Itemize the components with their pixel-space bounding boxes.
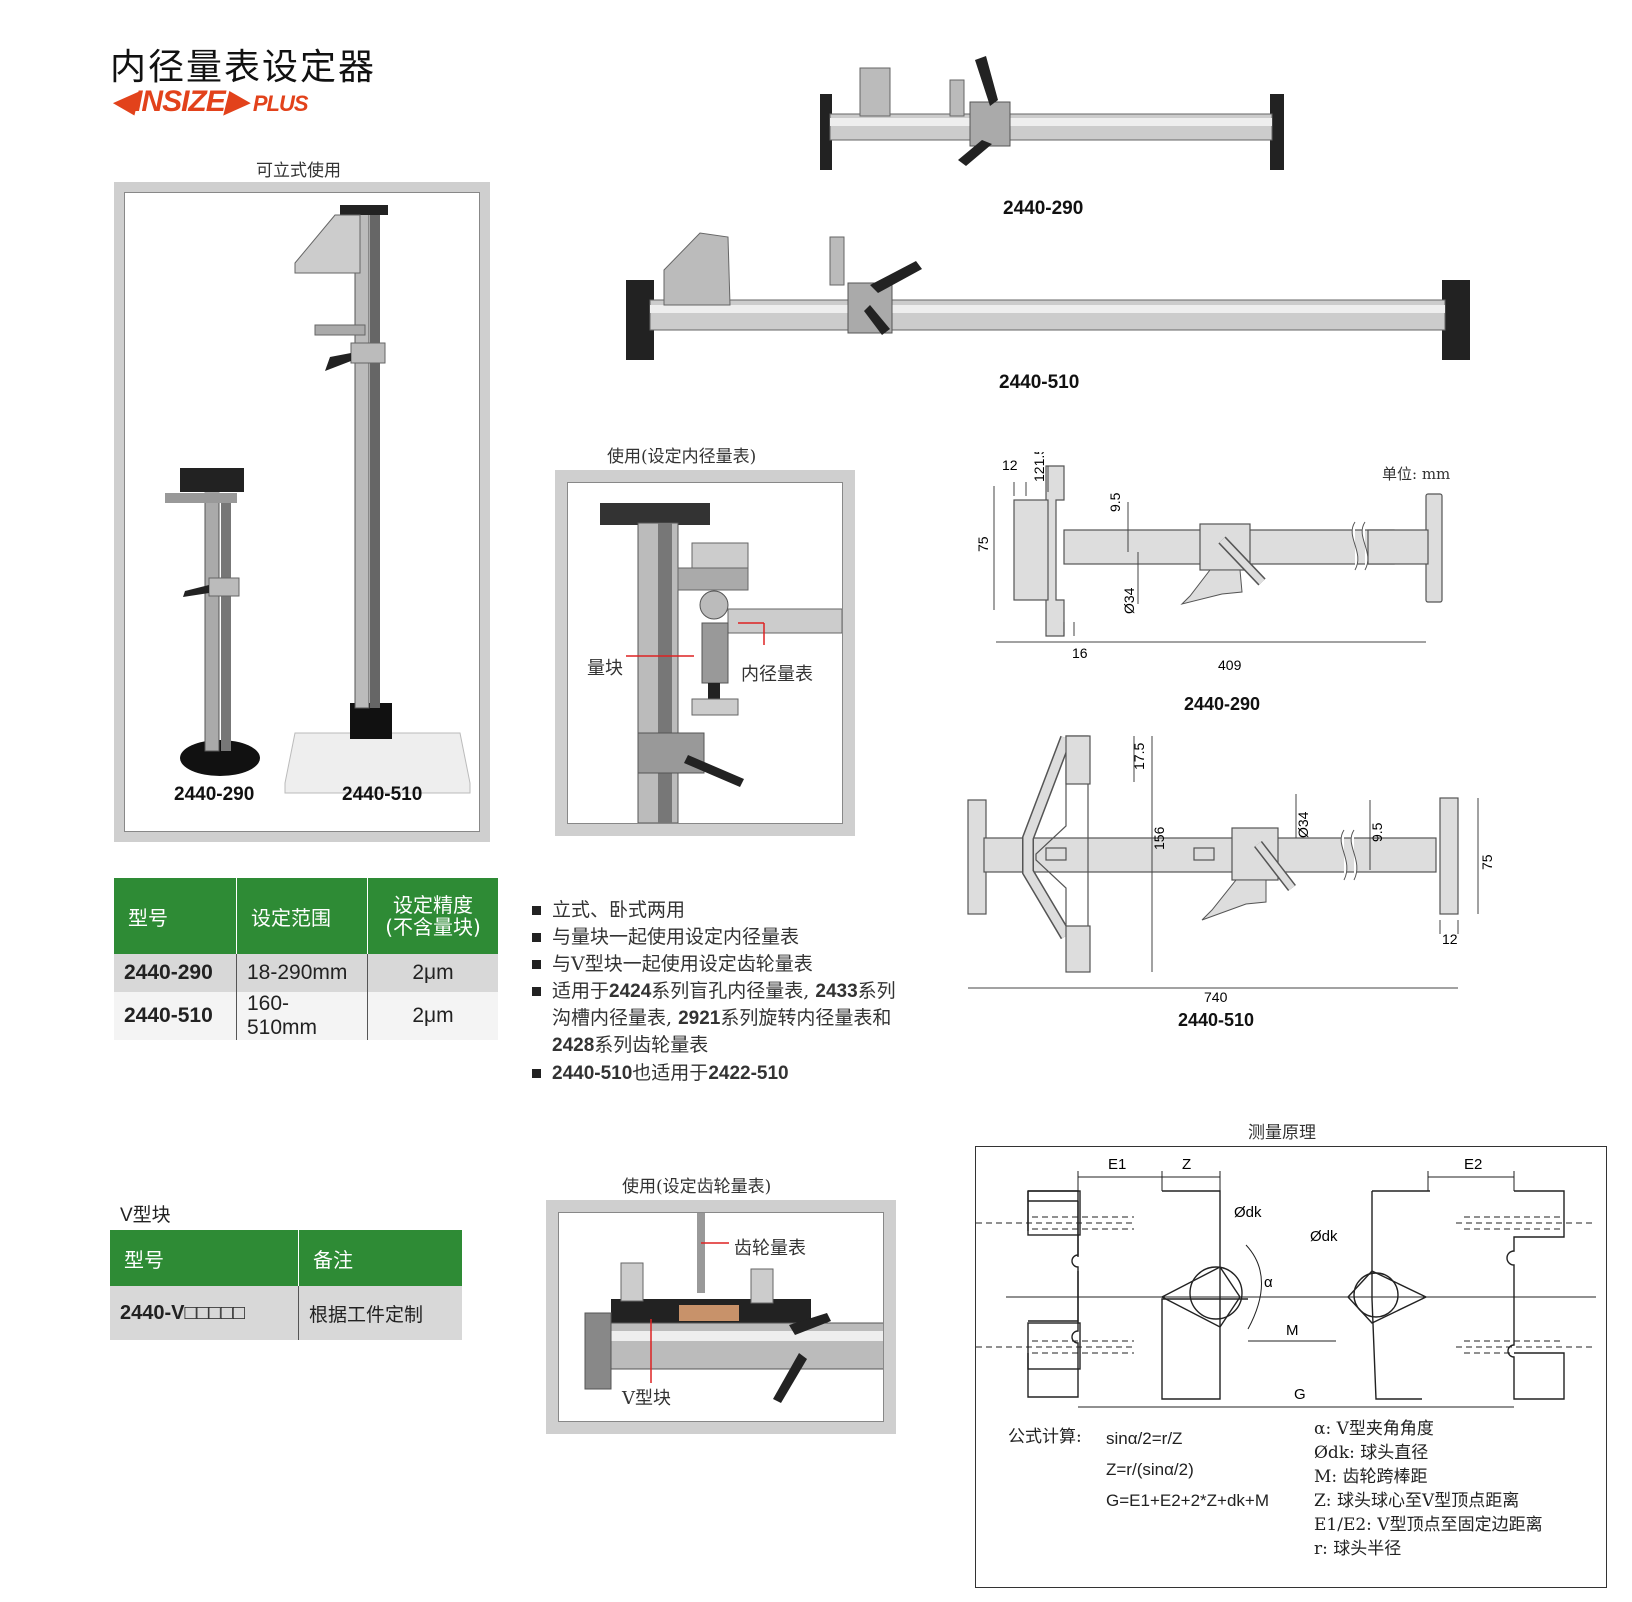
usage-gear-photo [558,1212,886,1422]
vblock-table: 型号 备注 2440-V□□□□□ 根据工件定制 [110,1230,462,1340]
spec-cell-model: 2440-510 [114,992,237,1040]
usage-bore-frame: 量块 内径量表 [555,470,855,836]
vblock-title: V型块 [120,1205,171,1226]
product-290-label: 2440-290 [1003,198,1084,219]
label-z: Z [1182,1156,1191,1173]
product-510-label: 2440-510 [999,372,1080,393]
spec-header-accuracy-main: 设定精度 [393,893,473,917]
stand-label-290: 2440-290 [174,784,255,805]
product-290-illustration [820,56,1284,170]
spec-cell-range: 18-290mm [236,954,368,992]
stand-label-510: 2440-510 [342,784,423,805]
vblock-photo-label: V型块 [622,1388,671,1409]
unit-label: 单位: mm [1382,465,1451,483]
bore-gauge-label: 内径量表 [741,664,813,685]
usage-gear-illustration [584,1213,886,1403]
principle-caption: 测量原理 [1248,1123,1316,1143]
gauge-block-label: 量块 [587,658,623,679]
spec-cell-accuracy: 2μm [367,954,498,992]
feature-list: 立式、卧式两用 与量块一起使用设定内径量表 与V型块一起使用设定齿轮量表 适用于… [530,897,950,1088]
dim-510-95: 9.5 [1369,822,1385,842]
drawing-290: 12 121.5 9.5 75 Ø34 16 409 [975,452,1443,673]
principle-box: E1 Z E2 Ødk Ødk α M G 公式计算: sinα/2=r/Z Z… [975,1146,1607,1588]
legend-item: r: 球头半径 [1314,1539,1402,1559]
dim-290-75: 75 [975,536,991,552]
list-item: 立式、卧式两用 [530,897,950,923]
vblock-header-model: 型号 [110,1230,299,1286]
table-row: 2440-V□□□□□ 根据工件定制 [110,1286,462,1340]
list-item: 与V型块一起使用设定齿轮量表 [530,951,950,977]
brand-name: INSIZE [134,85,226,118]
dim-510-175: 17.5 [1131,743,1147,770]
formula-1: sinα/2=r/Z [1106,1429,1183,1448]
label-alpha: α [1264,1274,1273,1291]
formula-list: sinα/2=r/Z Z=r/(sinα/2) G=E1+E2+2*Z+dk+M [1106,1425,1269,1514]
label-e2: E2 [1464,1156,1482,1173]
legend-item: E1/E2: V型顶点至固定边距离 [1314,1515,1543,1535]
vblock-cell-model: 2440-V□□□□□ [110,1286,299,1340]
brand-arrow-right-icon: ▶ [224,85,248,118]
dim-290-121: 121.5 [1031,452,1047,482]
label-g: G [1294,1386,1306,1403]
label-dk-left: Ødk [1234,1204,1262,1221]
vblock-cell-note: 根据工件定制 [298,1286,462,1340]
dim-510-75: 75 [1479,854,1495,870]
gear-gauge-label: 齿轮量表 [734,1238,806,1259]
dim-290-95: 9.5 [1107,492,1123,512]
legend-item: Ødk: 球头直径 [1314,1443,1429,1463]
formula-3: G=E1+E2+2*Z+dk+M [1106,1491,1270,1510]
spec-header-range: 设定范围 [236,878,368,954]
dim-290-16: 16 [1072,645,1088,661]
dim-290-409: 409 [1218,657,1242,673]
label-m: M [1286,1322,1299,1339]
spec-header-accuracy-note: (不含量块) [385,915,481,939]
drawing-290-label: 2440-290 [1184,694,1261,714]
dim-510-12: 12 [1442,931,1458,947]
dim-510-156: 156 [1151,826,1167,850]
page-title: 内径量表设定器 [110,47,377,88]
label-dk-right: Ødk [1310,1228,1338,1245]
legend-list: α: V型夹角角度 Ødk: 球头直径 M: 齿轮跨棒距 Z: 球头球心至V型顶… [1314,1417,1543,1561]
principle-diagram: E1 Z E2 Ødk Ødk α M G [976,1156,1596,1408]
stand-illustration [165,205,471,794]
usage-bore-illustration [600,503,843,824]
label-e1: E1 [1108,1156,1126,1173]
list-item: 适用于2424系列盲孔内径量表, 2433系列沟槽内径量表, 2921系列旋转内… [530,978,950,1059]
spec-cell-range: 160-510mm [236,992,368,1040]
usage-bore-photo [567,482,843,824]
stand-photo [124,192,480,832]
table-row: 2440-290 18-290mm 2μm [114,954,498,992]
spec-cell-accuracy: 2μm [367,992,498,1040]
dim-510-d34: Ø34 [1295,811,1311,838]
spec-table: 型号 设定范围 设定精度 (不含量块) 2440-290 18-290mm 2μ… [114,878,498,1040]
stand-photo-frame: 2440-290 2440-510 [114,182,490,842]
drawing-510: 17.5 156 Ø34 9.5 75 12 740 [967,735,1495,1005]
usage-gear-frame: 齿轮量表 V型块 [546,1200,896,1434]
stand-caption: 可立式使用 [256,161,341,181]
spec-cell-model: 2440-290 [114,954,237,992]
list-item: 2440-510也适用于2422-510 [530,1060,950,1087]
formula-title: 公式计算: [1008,1427,1082,1447]
vblock-header-note: 备注 [298,1230,462,1286]
brand-logo: ◀INSIZE▶PLUS [112,84,309,119]
spec-header-model: 型号 [114,878,237,954]
legend-item: M: 齿轮跨棒距 [1314,1467,1428,1487]
formula-2: Z=r/(sinα/2) [1106,1460,1194,1479]
usage-bore-caption: 使用(设定内径量表) [607,447,757,467]
dim-290-d34: Ø34 [1121,587,1137,614]
spec-header-accuracy: 设定精度 (不含量块) [367,878,498,954]
drawing-510-label: 2440-510 [1178,1010,1255,1030]
brand-arrow-left-icon: ◀ [112,85,135,118]
dim-290-12: 12 [1002,457,1018,473]
legend-item: Z: 球头球心至V型顶点距离 [1314,1491,1520,1511]
product-510-illustration [626,232,1470,360]
table-row: 2440-510 160-510mm 2μm [114,992,498,1040]
dim-510-740: 740 [1204,989,1228,1005]
list-item: 与量块一起使用设定内径量表 [530,924,950,950]
usage-gear-caption: 使用(设定齿轮量表) [622,1177,772,1197]
brand-suffix: PLUS [252,91,309,116]
legend-item: α: V型夹角角度 [1314,1419,1434,1439]
